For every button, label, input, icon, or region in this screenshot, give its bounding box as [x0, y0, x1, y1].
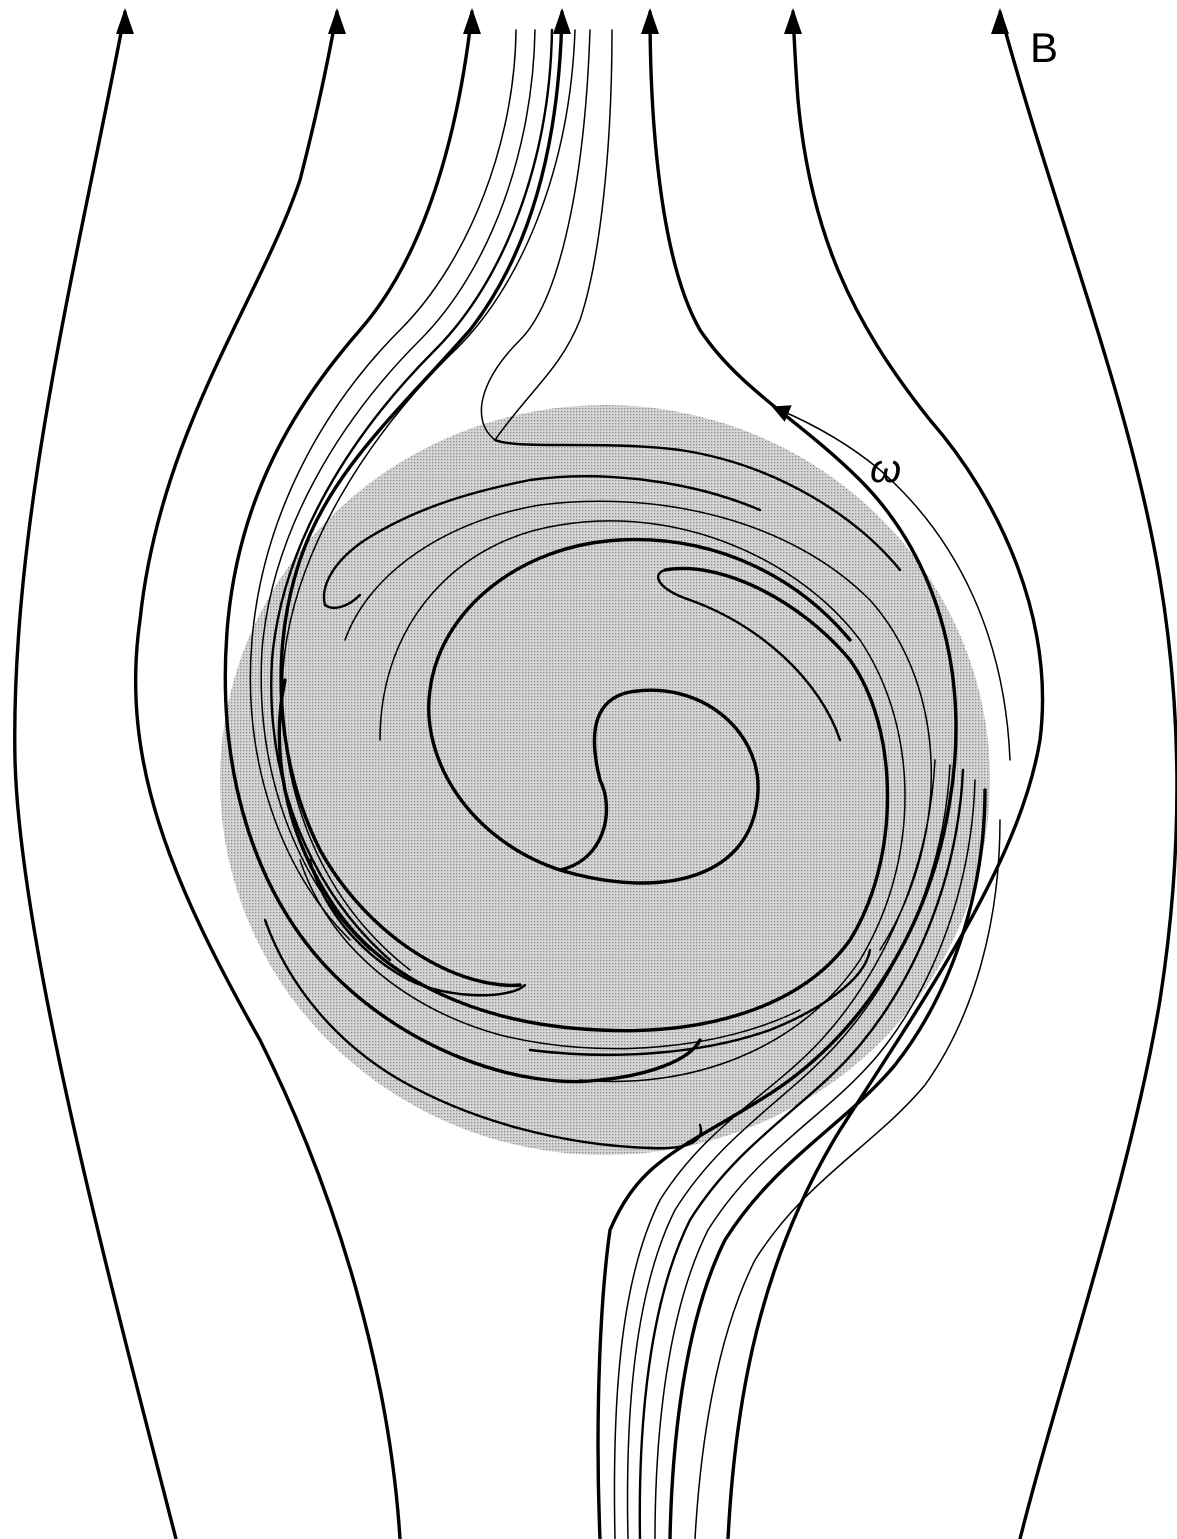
- arrow-icon: [463, 8, 481, 34]
- arrow-icon: [784, 8, 802, 34]
- rotation-label: ω: [870, 447, 901, 491]
- field-label: B: [1030, 24, 1058, 71]
- field-line-7: [1000, 12, 1177, 1539]
- arrow-icon: [991, 8, 1009, 34]
- arrow-icon: [553, 8, 571, 34]
- arrow-icon: [328, 8, 346, 34]
- arrow-icon: [641, 8, 659, 34]
- vortex-shaded-region: [220, 405, 990, 1155]
- field-line-1: [15, 12, 176, 1539]
- field-line-thin-5: [481, 30, 590, 440]
- field-line-thin-6: [495, 30, 612, 440]
- field-arrowheads: [116, 8, 1009, 34]
- arrow-icon: [116, 8, 134, 34]
